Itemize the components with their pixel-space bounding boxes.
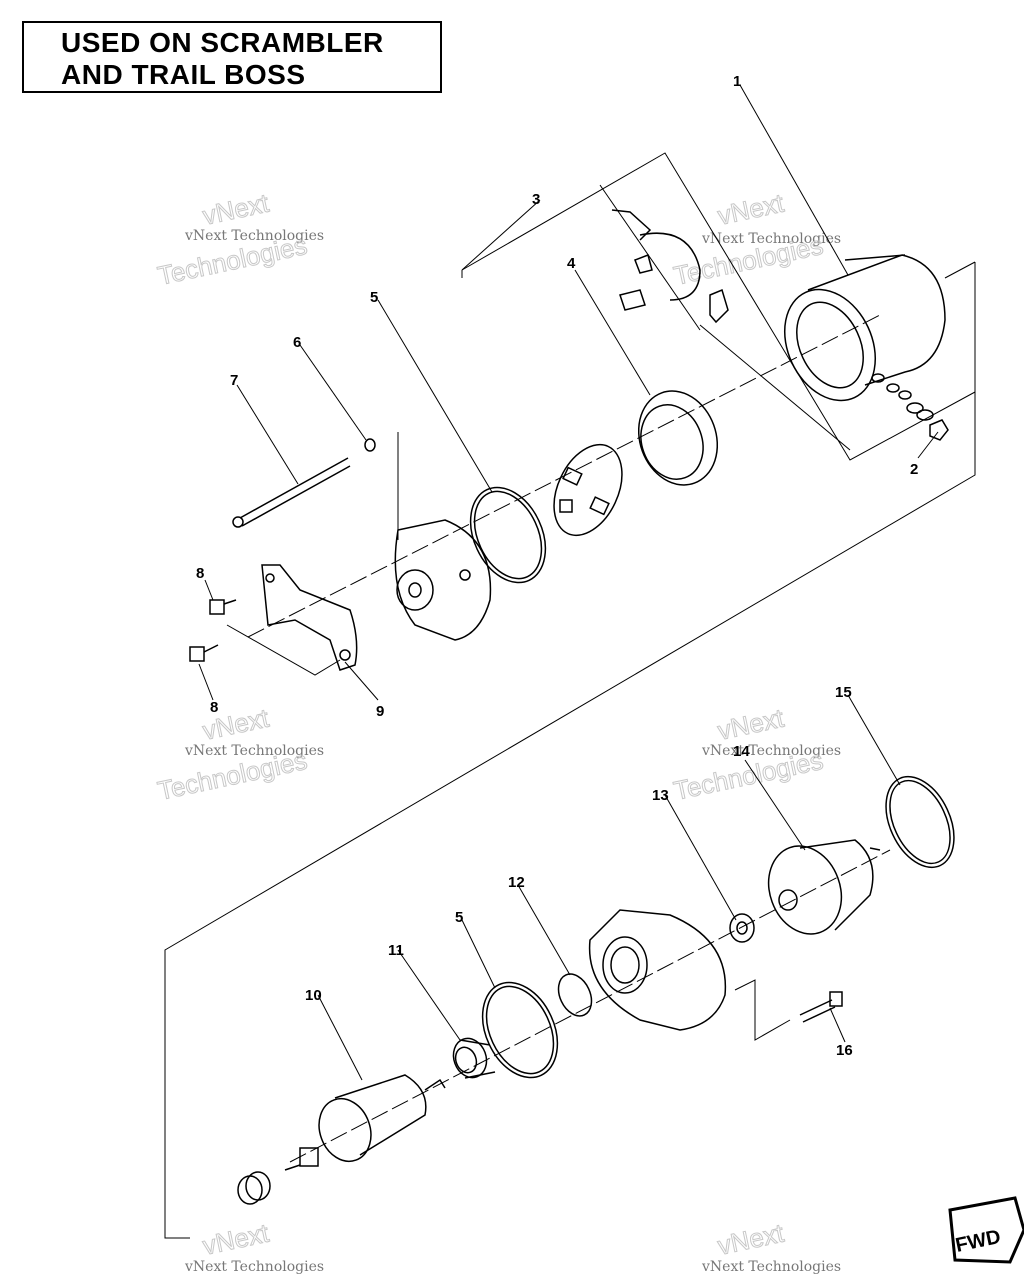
part-rear-housing (394, 519, 492, 641)
part-bearing (452, 1037, 496, 1079)
part-drive-gear (767, 839, 881, 935)
part-screw-upper (209, 599, 237, 615)
part-brush-holder (553, 443, 623, 537)
svg-text:vNext: vNext (715, 703, 787, 746)
part-end-cover (637, 390, 719, 486)
part-brushes (611, 209, 729, 324)
svg-text:vNext: vNext (715, 1218, 787, 1261)
part-screw-lower (189, 644, 219, 662)
svg-text:vNext Technologies: vNext Technologies (184, 743, 324, 759)
part-front-housing (588, 909, 727, 1031)
watermark-top-left: vNext vNext Technologies Technologies (155, 187, 325, 291)
callout-9: 9 (376, 703, 384, 720)
callout-7: 7 (230, 372, 238, 389)
part-commutator-cap (237, 1171, 271, 1205)
part-mounting-bracket (261, 564, 358, 671)
part-through-bolt (232, 457, 351, 528)
watermark-mid-left: vNext vNext Technologies Technologies (155, 702, 325, 806)
callout-numbers: 1 2 3 4 5 6 7 8 8 9 10 11 12 5 13 14 15 … (196, 73, 918, 1059)
fwd-arrow-marker: FWD (948, 1196, 1024, 1264)
part-o-ring-front (885, 775, 955, 869)
svg-text:vNext: vNext (200, 188, 272, 231)
callout-6: 6 (293, 334, 301, 351)
part-thrust-washer (729, 913, 755, 943)
part-yoke-housing (783, 254, 946, 402)
fwd-label: FWD (954, 1226, 1003, 1257)
part-lock-washer (364, 438, 376, 452)
callout-10: 10 (305, 987, 322, 1004)
callout-14: 14 (733, 743, 750, 760)
part-o-ring-top (469, 486, 547, 584)
part-o-ring-small (557, 973, 593, 1017)
callout-5-top: 5 (370, 289, 378, 306)
assembly-bracket-lines (164, 152, 976, 1239)
svg-text:vNext: vNext (715, 188, 787, 231)
callout-15: 15 (835, 684, 852, 701)
watermark-mid-right: vNext vNext Technologies Technologies (671, 702, 842, 806)
svg-text:vNext Technologies: vNext Technologies (701, 231, 841, 247)
callout-5-bottom: 5 (455, 909, 463, 926)
callout-16: 16 (836, 1042, 853, 1059)
callout-1: 1 (733, 73, 741, 90)
title-line-2: AND TRAIL BOSS (61, 59, 306, 90)
part-mounting-screw (799, 991, 843, 1023)
center-axis-lines (247, 314, 891, 1163)
svg-text:vNext Technologies: vNext Technologies (184, 1259, 324, 1275)
callout-2: 2 (910, 461, 918, 478)
callout-4: 4 (567, 255, 576, 272)
callout-11: 11 (388, 942, 404, 959)
title-box: USED ON SCRAMBLER AND TRAIL BOSS (22, 21, 442, 93)
svg-text:vNext Technologies: vNext Technologies (701, 1259, 841, 1275)
title-line-1: USED ON SCRAMBLER (61, 27, 384, 58)
callout-8-lower: 8 (210, 699, 218, 716)
svg-text:vNext Technologies: vNext Technologies (701, 743, 841, 759)
part-armature (284, 1074, 446, 1171)
svg-text:vNext: vNext (200, 1218, 272, 1261)
callout-8-upper: 8 (196, 565, 204, 582)
watermark-bottom-left: vNext vNext Technologies (184, 1217, 324, 1275)
watermark-top-right: vNext vNext Technologies Technologies (671, 187, 842, 291)
callout-12: 12 (508, 874, 525, 891)
svg-text:vNext Technologies: vNext Technologies (184, 228, 324, 244)
watermark-bottom-right: vNext vNext Technologies (701, 1217, 841, 1275)
callout-13: 13 (652, 787, 669, 804)
leader-lines (198, 84, 939, 1081)
callout-3: 3 (532, 191, 540, 208)
part-terminal-nuts (871, 373, 949, 441)
